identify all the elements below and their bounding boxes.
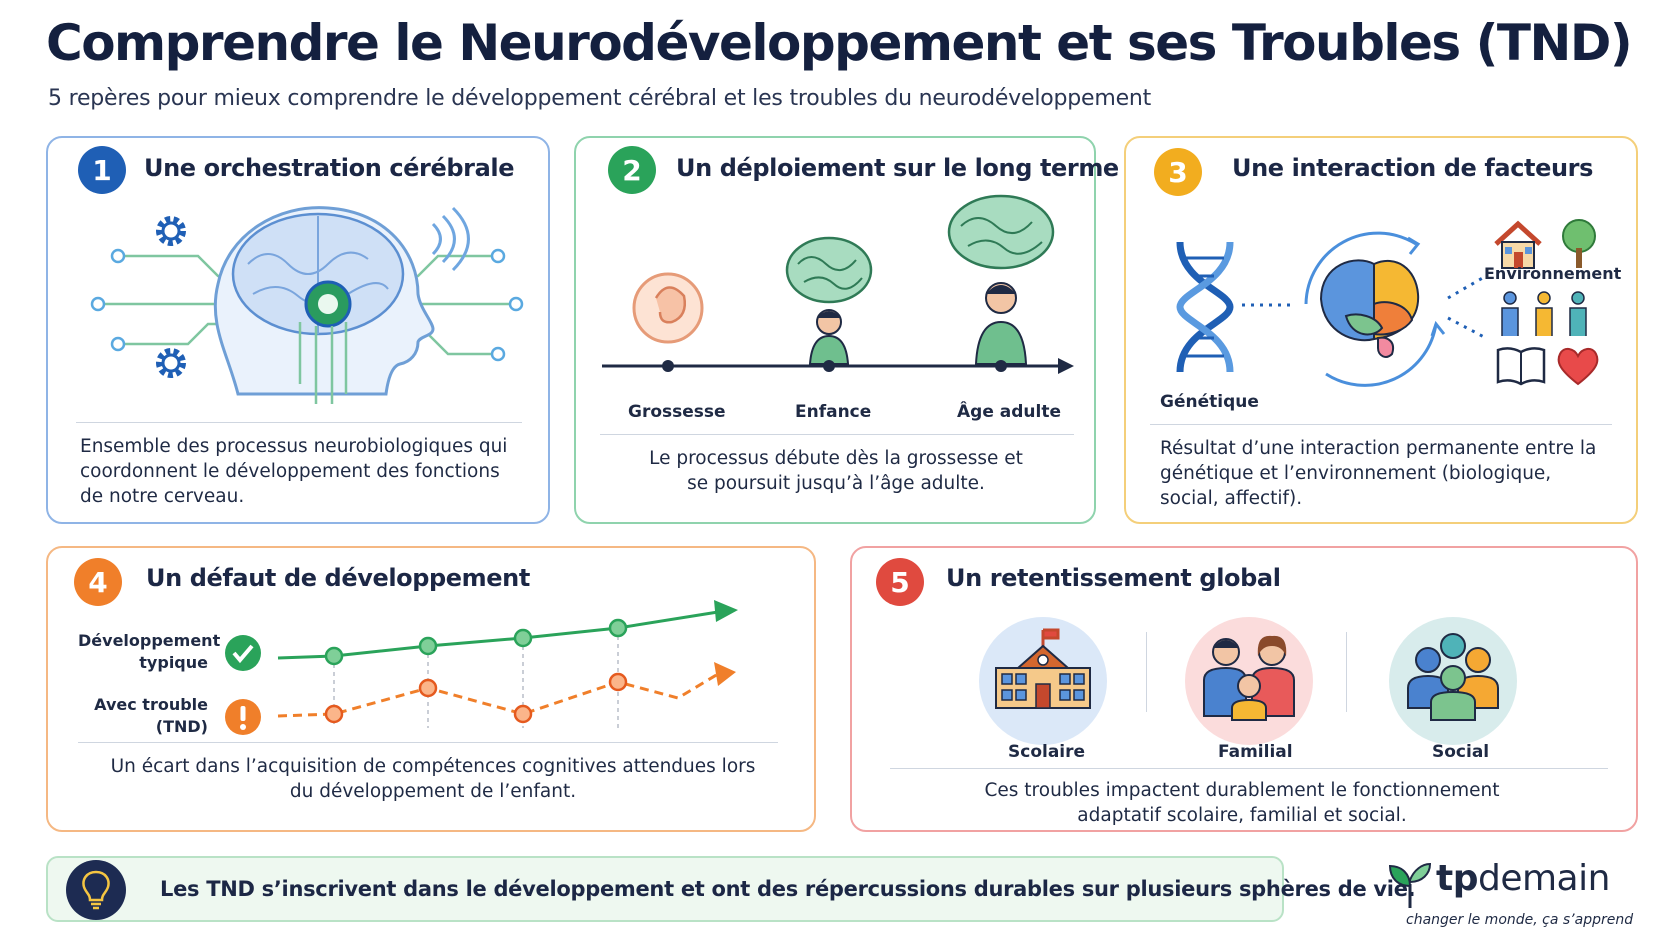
card-description: Ces troubles impactent durablement le fo…: [984, 780, 1500, 826]
brain-icon: [1304, 231, 1446, 387]
environment-label: Environnement: [1484, 264, 1622, 283]
card-divider: [76, 422, 522, 423]
book-icon: [1496, 347, 1546, 386]
column-divider: [1146, 632, 1147, 712]
card-title: Une orchestration cérébrale: [144, 154, 515, 182]
card-long-term: 2 Un déploiement sur le long terme: [574, 136, 1119, 524]
card-description: Résultat d’une interaction permanente en…: [1160, 438, 1597, 509]
card-divider: [890, 768, 1608, 769]
brain-icon: [947, 194, 1055, 270]
heart-icon: [1557, 348, 1599, 386]
card-global-impact: 5 Un retentissement global: [850, 546, 1638, 832]
development-comparison-graph: [277, 600, 738, 728]
gear-icon: [156, 348, 186, 378]
connector-dots: [1447, 274, 1487, 340]
card-number-badge: 2: [608, 146, 656, 194]
card-description: Ensemble des processus neurobiologiques …: [80, 436, 508, 507]
card-divider: [1150, 424, 1612, 425]
dna-icon: [1176, 241, 1234, 373]
timeline-illustration: [602, 194, 1074, 374]
house-icon: [1494, 220, 1542, 269]
school-icon: [979, 617, 1107, 745]
banner-message: Les TND s’inscrivent dans le développeme…: [160, 877, 1416, 901]
column-divider: [1346, 632, 1347, 712]
brand-name: tpdemain: [1436, 858, 1610, 899]
key-message-banner: Les TND s’inscrivent dans le développeme…: [46, 856, 1416, 922]
card-description: Un écart dans l’acquisition de compétenc…: [110, 756, 756, 802]
people-icon: [1501, 291, 1587, 336]
legend-typical-label: Développement typique: [78, 631, 221, 672]
timeline-label-pregnancy: Grossesse: [628, 402, 726, 422]
card-title: Un retentissement global: [946, 564, 1281, 592]
card-developmental-deficit: 4 Un défaut de développement Développeme…: [46, 546, 816, 832]
sphere-label-school: Scolaire: [1008, 742, 1086, 762]
brand-tagline: changer le monde, ça s’apprend: [1406, 912, 1634, 928]
genetics-label: Génétique: [1160, 392, 1259, 412]
card-divider: [78, 742, 778, 743]
card-number-badge: 4: [74, 558, 122, 606]
head-brain-icon: [90, 206, 524, 404]
card-divider: [600, 434, 1074, 435]
card-title: Une interaction de facteurs: [1232, 154, 1593, 182]
card-number-badge: 5: [876, 558, 924, 606]
brain-icon: [785, 236, 873, 304]
lightbulb-icon: [66, 860, 126, 920]
timeline-label-childhood: Enfance: [795, 402, 872, 422]
timeline-label-adulthood: Âge adulte: [957, 402, 1062, 422]
adult-icon: [974, 282, 1028, 365]
warning-icon: [225, 699, 261, 735]
brand-logo[interactable]: tpdemain changer le monde, ça s’apprend: [1388, 858, 1633, 938]
gear-icon: [156, 216, 186, 246]
family-icon: [1185, 617, 1313, 745]
child-icon: [808, 309, 850, 365]
sphere-label-family: Familial: [1218, 742, 1293, 762]
connector-dots: [1242, 303, 1290, 307]
page-subtitle: 5 repères pour mieux comprendre le dével…: [48, 86, 1152, 111]
card-number-badge: 1: [78, 146, 126, 194]
legend-trouble-label: Avec trouble (TND): [94, 695, 208, 736]
check-icon: [225, 635, 261, 671]
page-title: Comprendre le Neurodéveloppement et ses …: [46, 14, 1633, 72]
card-factors: 3 Une interaction de facteurs Environnem…: [1124, 136, 1638, 524]
card-description: Le processus débute dès la grossesse et …: [649, 448, 1023, 494]
card-number-badge: 3: [1154, 148, 1202, 196]
card-title: Un déploiement sur le long terme: [676, 154, 1119, 182]
group-icon: [1389, 617, 1517, 745]
card-title: Un défaut de développement: [146, 564, 530, 592]
tree-icon: [1562, 219, 1596, 268]
fetus-icon: [632, 272, 704, 344]
sprout-icon: [1388, 862, 1432, 908]
card-orchestration: 1 Une orchestration cérébrale: [46, 136, 550, 524]
sphere-label-social: Social: [1432, 742, 1490, 762]
